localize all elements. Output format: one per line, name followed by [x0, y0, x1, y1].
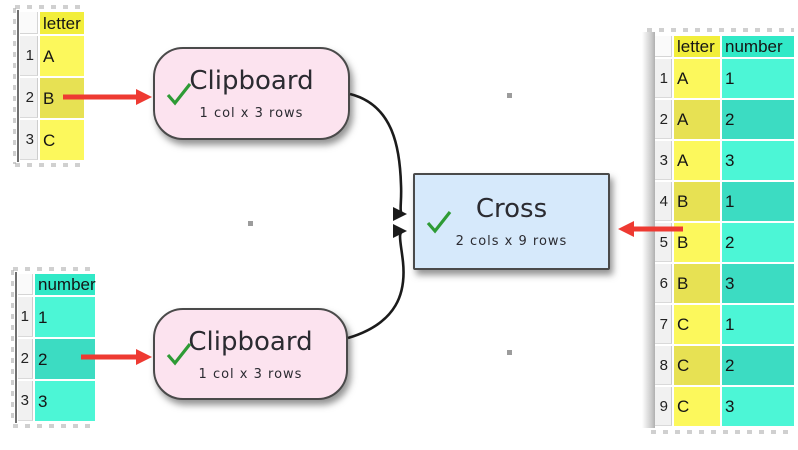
row-number[interactable]: 7: [655, 305, 672, 344]
node-size-label: 2 cols x 9 rows: [455, 234, 568, 249]
check-icon: [426, 210, 452, 234]
corner-cell: [18, 274, 33, 295]
table-left-border: [17, 10, 19, 162]
table-cell[interactable]: 1: [722, 305, 794, 344]
table-cell[interactable]: 1: [722, 182, 794, 221]
table-cell[interactable]: 1: [722, 59, 794, 98]
table-left-border: [15, 272, 17, 423]
torn-edge-top: [647, 28, 794, 32]
column-header-letter[interactable]: letter: [674, 36, 720, 57]
torn-edge-top: [15, 5, 85, 9]
grid-dot: [507, 350, 512, 355]
table-cell[interactable]: 1: [35, 297, 95, 337]
table-cell[interactable]: 3: [722, 264, 794, 303]
node-clipboard-bottom[interactable]: Clipboard 1 col x 3 rows: [153, 308, 348, 400]
input-table-number: number 1 1 2 2 3 3: [11, 267, 96, 428]
row-number[interactable]: 1: [20, 36, 38, 76]
table-cell[interactable]: B: [40, 78, 84, 118]
corner-cell: [655, 36, 672, 57]
table-cell[interactable]: B: [674, 223, 720, 262]
node-size-label: 1 col x 3 rows: [198, 366, 303, 382]
row-number[interactable]: 4: [655, 182, 672, 221]
row-number[interactable]: 8: [655, 346, 672, 385]
table-cell[interactable]: B: [674, 264, 720, 303]
table-cell[interactable]: C: [674, 346, 720, 385]
table-cell[interactable]: C: [40, 120, 84, 160]
table-cell[interactable]: C: [674, 305, 720, 344]
column-header-number[interactable]: number: [722, 36, 794, 57]
row-number[interactable]: 1: [655, 59, 672, 98]
row-number[interactable]: 9: [655, 387, 672, 426]
torn-edge-left: [13, 8, 16, 164]
node-title: Cross: [475, 194, 548, 224]
grid-dot: [507, 93, 512, 98]
table-cell[interactable]: C: [674, 387, 720, 426]
connector-clipboard-top-to-cross: [349, 92, 407, 221]
table-cell[interactable]: 2: [722, 346, 794, 385]
row-number[interactable]: 5: [655, 223, 672, 262]
check-icon: [166, 343, 192, 366]
row-number[interactable]: 3: [18, 381, 33, 421]
corner-cell: [20, 12, 38, 34]
table-cell[interactable]: 3: [722, 387, 794, 426]
row-number[interactable]: 6: [655, 264, 672, 303]
output-table: letter number 1 A 1 2 A 2 3 A 3 4 B 1 5 …: [642, 28, 794, 434]
torn-edge-bottom: [13, 424, 95, 428]
connector-clipboard-bottom-to-cross: [347, 224, 407, 340]
torn-edge-left: [642, 32, 655, 428]
input-table-letter: letter 1 A 2 B 3 C: [13, 5, 85, 167]
table-cell[interactable]: 3: [35, 381, 95, 421]
node-cross[interactable]: Cross 2 cols x 9 rows: [413, 173, 610, 270]
torn-edge-bottom: [15, 163, 85, 167]
torn-edge-left: [11, 270, 14, 422]
node-clipboard-top[interactable]: Clipboard 1 col x 3 rows: [153, 47, 350, 140]
node-title: Clipboard: [189, 66, 314, 96]
node-size-label: 1 col x 3 rows: [199, 106, 304, 121]
column-header-letter[interactable]: letter: [40, 12, 84, 34]
row-number[interactable]: 2: [655, 100, 672, 139]
table-cell[interactable]: 3: [722, 141, 794, 180]
node-title: Clipboard: [188, 326, 313, 357]
row-number[interactable]: 3: [655, 141, 672, 180]
check-icon: [166, 82, 192, 106]
grid-dot: [248, 221, 253, 226]
column-header-number[interactable]: number: [35, 274, 96, 295]
row-number[interactable]: 3: [20, 120, 38, 160]
row-number[interactable]: 2: [18, 339, 33, 379]
table-cell[interactable]: 2: [722, 223, 794, 262]
torn-edge-bottom: [651, 430, 794, 434]
table-cell[interactable]: A: [674, 100, 720, 139]
table-cell[interactable]: A: [674, 59, 720, 98]
table-cell[interactable]: A: [40, 36, 84, 76]
table-cell[interactable]: 2: [35, 339, 95, 379]
row-number[interactable]: 1: [18, 297, 33, 337]
table-cell[interactable]: B: [674, 182, 720, 221]
table-cell[interactable]: 2: [722, 100, 794, 139]
torn-edge-top: [13, 267, 95, 271]
row-number[interactable]: 2: [20, 78, 38, 118]
table-cell[interactable]: A: [674, 141, 720, 180]
